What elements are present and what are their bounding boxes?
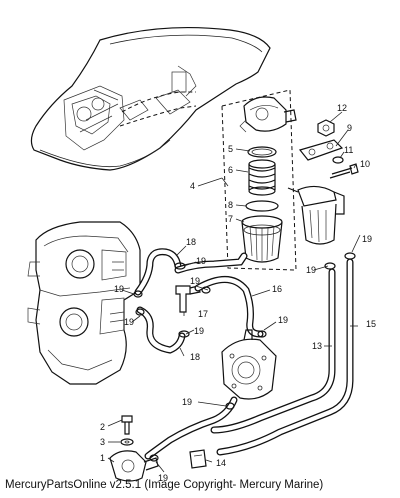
callout-6: 6 [228, 165, 233, 175]
gasket-part-8 [245, 200, 279, 212]
hose-part-18-lower [136, 306, 186, 354]
callout-19-i: 19 [182, 397, 192, 407]
engine-block [27, 221, 141, 385]
callout-2: 2 [100, 422, 105, 432]
bolt-part-10 [329, 163, 359, 179]
callout-5: 5 [228, 144, 233, 154]
callout-11: 11 [344, 145, 353, 155]
callout-19-c: 19 [362, 234, 372, 244]
callout-19-d: 19 [306, 265, 316, 275]
copyright-caption: MercuryPartsOnline v2.5.1 (Image Copyrig… [5, 479, 323, 491]
callout-labels: 12 9 11 10 5 6 4 8 7 18 19 19 17 16 19 1… [100, 103, 376, 483]
callout-14: 14 [216, 458, 226, 468]
callout-19-b: 19 [190, 276, 200, 286]
callout-19-j: 19 [158, 473, 168, 483]
callout-18-lower: 18 [190, 352, 200, 362]
hose-part-18-upper [134, 248, 182, 296]
leader-lines [107, 111, 361, 473]
callout-9: 9 [347, 123, 352, 133]
callout-1: 1 [100, 453, 105, 463]
screw-part-2 [121, 415, 133, 435]
washer-part-11 [332, 156, 344, 164]
filter-spring-part-6 [248, 159, 276, 196]
callout-18-upper: 18 [186, 237, 196, 247]
nut-part-12 [317, 119, 335, 137]
callout-19-h: 19 [114, 284, 124, 294]
o-ring-part-5 [247, 146, 277, 158]
hose-part-19-lower [144, 396, 238, 460]
hose-part-15 [216, 258, 354, 456]
secondary-filter [287, 185, 345, 245]
filter-bowl-part-7 [241, 215, 283, 263]
callout-8: 8 [228, 200, 233, 210]
fuel-filter-box [197, 89, 297, 271]
callout-7: 7 [228, 214, 233, 224]
fitting-part-1 [109, 450, 159, 482]
callout-3: 3 [100, 437, 105, 447]
callout-13: 13 [312, 341, 322, 351]
callout-19-f: 19 [194, 326, 204, 336]
callout-16: 16 [272, 284, 282, 294]
callout-19-e: 19 [278, 315, 288, 325]
callout-12: 12 [337, 103, 347, 113]
mount-bracket-part-9 [298, 139, 344, 161]
callout-15: 15 [366, 319, 376, 329]
washer-part-3 [120, 438, 134, 446]
filter-head [239, 96, 297, 133]
clip-part-14 [189, 449, 207, 469]
callout-19-g: 19 [124, 317, 134, 327]
callout-4: 4 [190, 181, 195, 191]
hose-part-13 [210, 268, 336, 434]
callout-10: 10 [360, 159, 370, 169]
callout-17: 17 [198, 309, 208, 319]
callout-19-a: 19 [196, 256, 206, 266]
boat-overview-inset [30, 26, 271, 171]
fuel-pump [221, 329, 277, 400]
